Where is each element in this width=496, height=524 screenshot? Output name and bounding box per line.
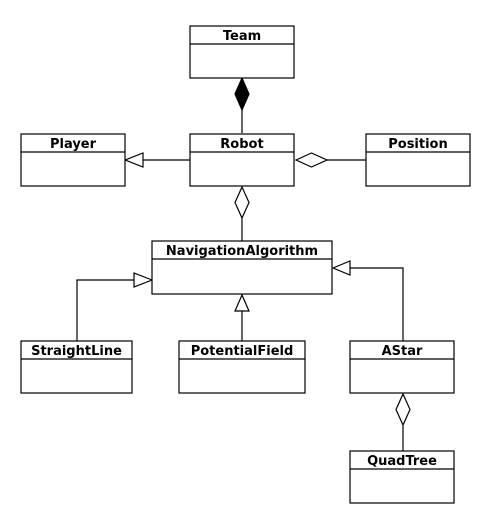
class-name: StraightLine: [31, 344, 122, 359]
class-astar: AStar: [349, 340, 455, 394]
hollow-triangle-head: [234, 293, 250, 312]
class-name: NavigationAlgorithm: [166, 244, 318, 259]
hollow-triangle-head: [133, 272, 154, 288]
hollow-diamond-head: [294, 152, 329, 168]
hollow-triangle-head: [123, 152, 144, 168]
hollow-diamond-head: [395, 392, 411, 427]
edge-straightline-navalg-generalization: [76, 272, 154, 341]
class-name: PotentialField: [191, 344, 294, 359]
class-name: Position: [388, 137, 448, 152]
edge-navalg-robot-aggregation: [234, 185, 250, 241]
class-position: Position: [365, 133, 471, 187]
class-name: QuadTree: [367, 454, 437, 469]
class-team: Team: [189, 25, 295, 79]
class-quad-tree: QuadTree: [349, 450, 455, 504]
class-straight-line: StraightLine: [20, 340, 133, 394]
edge-robot-team-composition: [234, 76, 250, 133]
class-name: Player: [50, 137, 97, 152]
edge-robot-player-generalization: [123, 152, 190, 168]
class-player: Player: [20, 133, 126, 187]
class-name: Team: [223, 29, 261, 44]
class-navigation-algorithm: NavigationAlgorithm: [151, 240, 333, 295]
edge-astar-navalg-generalization: [331, 260, 404, 341]
hollow-diamond-head: [234, 185, 250, 220]
edge-potentialfield-navalg-generalization: [234, 293, 250, 341]
edge-quadtree-astar-aggregation: [395, 392, 411, 451]
filled-diamond-head: [234, 76, 250, 112]
class-robot: Robot: [189, 133, 295, 187]
edge-position-robot-aggregation: [294, 152, 366, 168]
hollow-triangle-head: [331, 260, 351, 276]
class-potential-field: PotentialField: [178, 340, 306, 394]
class-name: Robot: [220, 137, 263, 152]
class-name: AStar: [382, 344, 423, 359]
